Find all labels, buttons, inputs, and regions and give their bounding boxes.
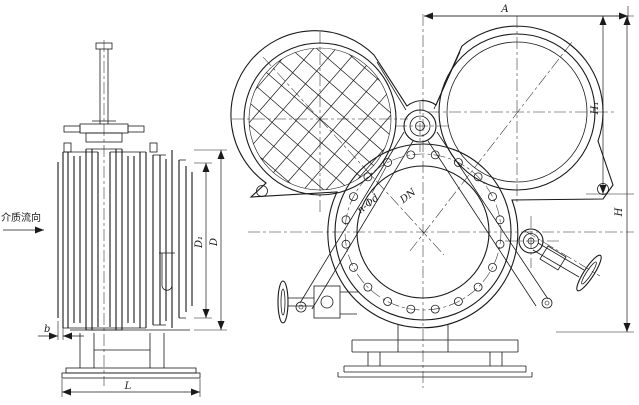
dim-label-b: b [44,324,50,335]
dimension-d1: D₁ [194,162,212,319]
dim-label-h1: H₁ [590,102,601,116]
dimension-a: A [424,4,634,24]
dim-label-d1: D₁ [194,236,205,249]
top-stud-right [149,142,158,153]
flow-direction: 介质流向 [1,211,44,234]
dimension-l: L [61,379,201,397]
flow-direction-label: 介质流向 [1,211,41,224]
dim-label-a: A [500,4,508,15]
gearbox-left [313,285,341,319]
dim-label-d: D [209,238,220,247]
body-plate-stack [57,142,193,331]
ear-hole-left [256,185,268,197]
dim-label-h: H [614,207,625,217]
bolt-spec-label: n-Φd [355,193,381,217]
front-view: n-Φd DN A H₁ H [230,4,634,388]
mesh-disc [243,42,397,196]
drive-hub [518,228,544,254]
bolt-circle [344,153,502,311]
top-stud-left [63,142,72,153]
handwheel-left [277,280,358,324]
dn-label: DN [398,186,420,206]
centerlines [232,14,634,388]
drain-tube [159,252,175,291]
handwheel-right [532,242,602,292]
body-plate-outline [230,25,614,329]
yoke-frame [295,131,553,313]
dimension-b: b [38,321,84,340]
pivot-hub [403,109,437,143]
handwheel-right-rim [576,254,602,292]
valve-stem [95,42,113,124]
side-view: 介质流向 D₁ D b L [1,40,227,397]
gearbox-right [539,245,567,271]
valley-inner-lines [376,51,461,111]
main-flange [334,143,512,321]
blank-disc [438,33,596,191]
dimension-h: H [556,16,634,333]
side-view-pedestal [61,329,201,379]
dim-label-l: L [124,381,132,392]
dimension-d: D [194,149,227,331]
base-support [337,325,533,378]
packing-gland [63,120,145,143]
handwheel-left-rim [277,280,289,324]
